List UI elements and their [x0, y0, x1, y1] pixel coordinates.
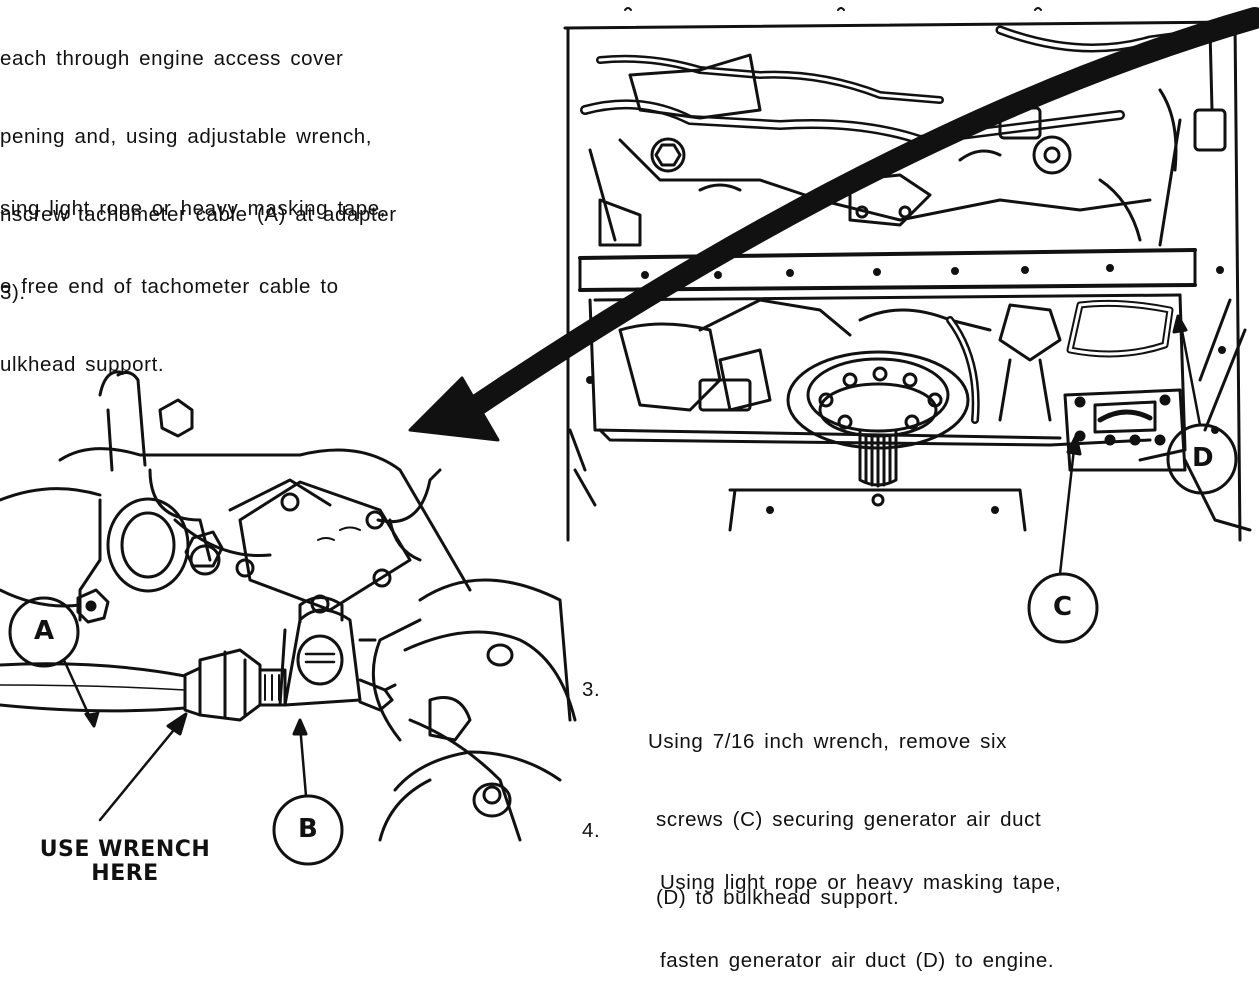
use-wrench-line: HERE	[91, 861, 159, 886]
step-2-line: sing light rope or heavy masking tape,	[0, 197, 387, 220]
step-1-line: 3).	[0, 281, 26, 304]
detail-arrow-icon	[408, 7, 1259, 442]
step-2-text: sing light rope or heavy masking tape, e…	[0, 144, 386, 404]
use-wrench-label: USE WRENCH HERE	[30, 838, 220, 886]
use-wrench-line: USE WRENCH	[39, 837, 211, 862]
step-4-line: Using light rope or heavy masking tape,	[660, 871, 1062, 894]
callout-bubbles	[8, 314, 1238, 866]
tachometer-adapter-drawing	[0, 370, 577, 842]
callout-a-label: A	[34, 616, 55, 646]
step-4-number: 4.	[582, 819, 601, 842]
step-1-text: each through engine access cover pening …	[0, 0, 397, 332]
step-1-line: pening and, using adjustable wrench,	[0, 125, 373, 148]
step-4-line: fasten generator air duct (D) to engine.	[660, 949, 1055, 972]
step-3-number: 3.	[582, 678, 601, 701]
technical-illustration	[0, 7, 1259, 866]
step-2-line: ulkhead support.	[0, 353, 165, 376]
step-2-line: e free end of tachometer cable to	[0, 275, 339, 298]
callout-c-label: C	[1053, 592, 1073, 622]
step-3-line: Using 7/16 inch wrench, remove six	[648, 730, 1007, 753]
engine-compartment-drawing	[563, 7, 1252, 542]
step-1-line: nscrew tachometer cable (A) at adapter	[0, 203, 397, 226]
callout-b-label: B	[298, 814, 318, 844]
step-3-line: screws (C) securing generator air duct	[656, 808, 1042, 831]
callout-d-label: D	[1192, 443, 1214, 473]
step-1-line: each through engine access cover	[0, 47, 344, 70]
